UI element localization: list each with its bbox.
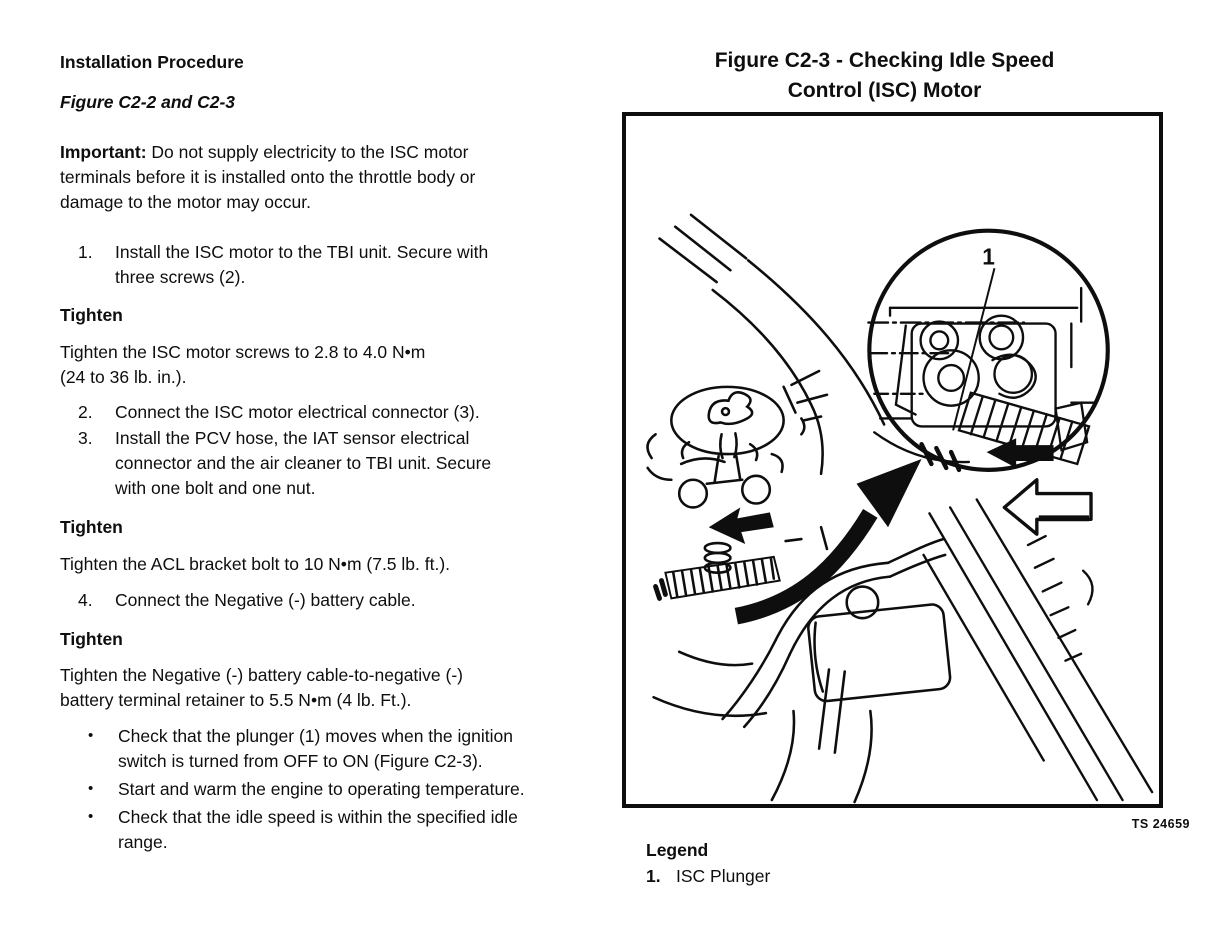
step-3: 3. Install the PCV hose, the IAT sensor …	[60, 426, 616, 501]
step-text: Connect the Negative (-) battery cable.	[115, 590, 416, 610]
pillar-lines	[922, 498, 1154, 802]
figure-title-line2: Control (ISC) Motor	[787, 79, 982, 102]
figure-title: Figure C2-3 - Checking Idle Speed Contro…	[614, 46, 1155, 106]
step-1: 1. Install the ISC motor to the TBI unit…	[60, 240, 616, 290]
isc-spring	[653, 541, 781, 601]
step-text: Install the ISC motor to the TBI unit. S…	[115, 242, 489, 287]
tighten-text-2: Tighten the ACL bracket bolt to 10 N•m (…	[60, 554, 451, 574]
figure-reference: Figure C2-2 and C2-3	[60, 92, 236, 112]
zoom-arrow	[734, 459, 922, 625]
legend-item-number: 1.	[646, 866, 661, 886]
list-item-text: Check that the plunger (1) moves when th…	[118, 726, 513, 771]
callout-leader-line	[952, 267, 996, 431]
inset-left-arrow	[986, 438, 1054, 468]
legend-heading: Legend	[646, 840, 709, 860]
list-item-text: Check that the idle speed is within the …	[118, 807, 518, 852]
step-number: 3.	[78, 428, 93, 448]
tighten-heading-2: Tighten	[60, 517, 123, 537]
list-item: • Check that the idle speed is within th…	[60, 805, 616, 855]
section-heading: Installation Procedure	[60, 52, 244, 72]
tighten-heading-1: Tighten	[60, 305, 123, 325]
bullet-icon: •	[88, 808, 94, 825]
figure-stamp: TS 24659	[1131, 817, 1190, 831]
step-number: 1.	[78, 242, 93, 262]
list-item-text: Start and warm the engine to operating t…	[118, 779, 525, 799]
list-item: • Check that the plunger (1) moves when …	[60, 724, 616, 774]
figure-title-line1: Figure C2-3 - Checking Idle Speed	[714, 49, 1055, 72]
figure-drawing: 1	[646, 213, 1154, 804]
step-text: Connect the ISC motor electrical connect…	[115, 402, 480, 422]
step-number: 4.	[78, 590, 93, 610]
tighten-heading-3: Tighten	[60, 629, 123, 649]
bullet-icon: •	[88, 780, 94, 797]
isc-motor-inset	[867, 286, 1097, 473]
distributor-ellipse	[670, 385, 785, 460]
figure-frame: 1	[622, 112, 1163, 808]
small-left-arrow	[708, 507, 774, 545]
important-label: Important:	[60, 142, 147, 162]
step-4: 4. Connect the Negative (-) battery cabl…	[60, 588, 616, 613]
important-text: Do not supply electricity to the ISC mot…	[60, 142, 476, 212]
figure-callout-1: 1	[982, 243, 995, 269]
step-number: 2.	[78, 402, 93, 422]
white-direction-arrow	[1002, 478, 1093, 536]
important-note: Important: Do not supply electricity to …	[60, 140, 616, 215]
step-text: Install the PCV hose, the IAT sensor ele…	[115, 428, 492, 498]
check-list: • Check that the plunger (1) moves when …	[60, 724, 616, 858]
legend-item: 1. ISC Plunger	[646, 864, 1046, 889]
figure-legend: Legend 1. ISC Plunger	[646, 838, 1046, 889]
step-2: 2. Connect the ISC motor electrical conn…	[60, 400, 616, 425]
bullet-icon: •	[88, 727, 94, 744]
tighten-text-1: Tighten the ISC motor screws to 2.8 to 4…	[60, 342, 426, 387]
magnifier-circle: 1	[867, 228, 1110, 473]
list-item: • Start and warm the engine to operating…	[60, 777, 616, 802]
tighten-text-3: Tighten the Negative (-) battery cable-t…	[60, 665, 464, 710]
legend-item-text: ISC Plunger	[676, 866, 771, 886]
